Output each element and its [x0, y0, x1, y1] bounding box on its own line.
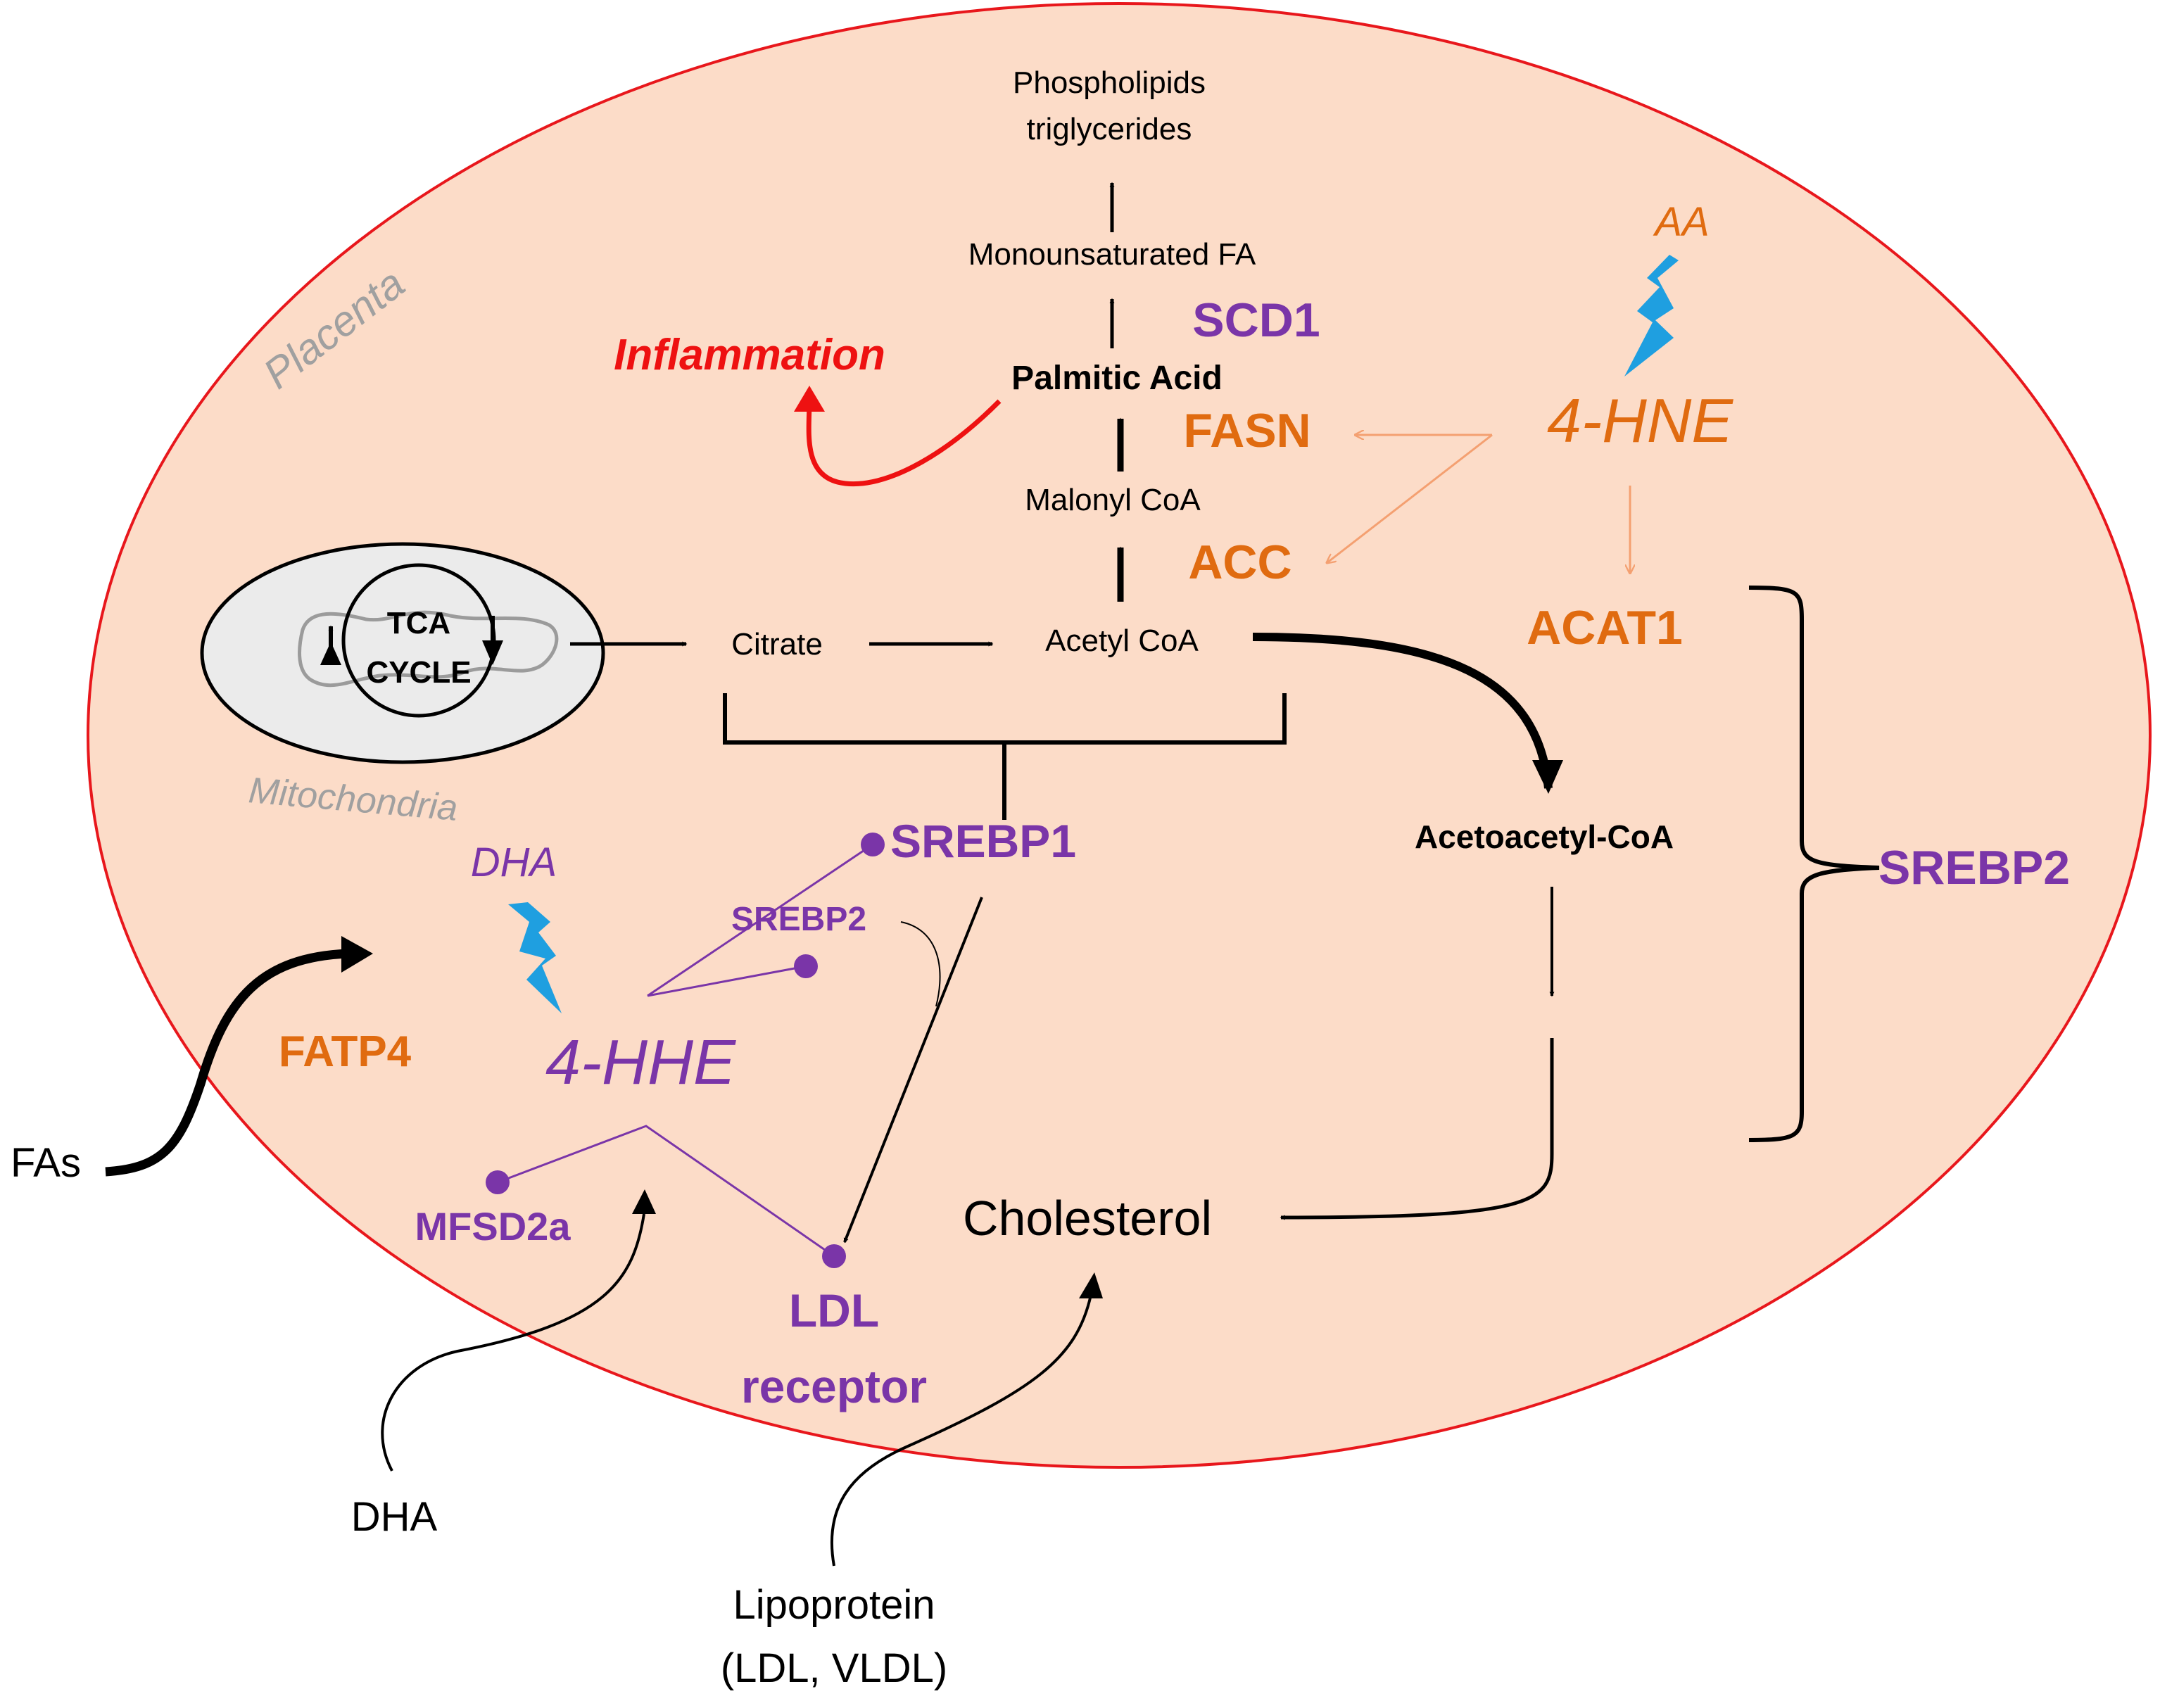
malonyl-coa-label: Malonyl CoA — [1025, 483, 1201, 517]
srebp2-bracket — [1748, 586, 1880, 1142]
arrow-srebp1-to-ldl-receptor — [843, 897, 983, 1244]
srebp2-small-curve — [900, 921, 941, 1007]
fasn-label: FASN — [1183, 404, 1310, 457]
dha-arrowhead — [632, 1189, 656, 1214]
lipoprotein-arrowhead — [1079, 1272, 1103, 1298]
arrow-hne-to-acc — [1327, 434, 1493, 563]
acc-label: ACC — [1188, 536, 1291, 589]
dha-lightning-icon — [508, 902, 562, 1013]
scd1-label: SCD1 — [1192, 293, 1320, 347]
ldl-receptor-label-line2: receptor — [741, 1360, 927, 1412]
tca-label-line2: CYCLE — [366, 655, 471, 690]
mufa-label: Monounsaturated FA — [968, 237, 1256, 272]
inflammation-label: Inflammation — [614, 331, 885, 379]
srebp1-bracket — [723, 693, 1287, 820]
dha-outside-label: DHA — [351, 1494, 438, 1540]
lipoprotein-sub-label: (LDL, VLDL) — [721, 1645, 947, 1691]
arrow-fas-in — [105, 949, 349, 1177]
cholesterol-label: Cholesterol — [963, 1191, 1212, 1246]
mfsd2a-label: MFSD2a — [415, 1204, 571, 1248]
fas-arrowhead — [341, 936, 373, 973]
acetoacetyl-coa-label: Acetoacetyl-CoA — [1415, 818, 1674, 855]
triglycerides-label: triglycerides — [1027, 112, 1192, 146]
inflammation-arrowhead — [794, 386, 825, 412]
hhe-inhibition-lines — [486, 833, 885, 1268]
acat1-label: ACAT1 — [1527, 601, 1683, 654]
hne-label: 4-HNE — [1547, 386, 1733, 455]
aa-lightning-icon — [1624, 255, 1679, 377]
dha-inside-label: DHA — [471, 840, 557, 885]
fas-label: FAs — [11, 1140, 81, 1186]
placenta-cell — [87, 2, 2152, 1469]
ldl-receptor-label-line1: LDL — [789, 1284, 879, 1336]
arrow-palmitic-to-inflammation — [806, 399, 1002, 487]
acetyl-coa-label: Acetyl CoA — [1045, 624, 1199, 658]
arrow-to-cholesterol — [1280, 1038, 1554, 1220]
aa-label: AA — [1653, 199, 1709, 245]
hhe-label: 4-HHE — [545, 1027, 736, 1098]
srebp1-label: SREBP1 — [890, 815, 1076, 867]
srebp2-large-label: SREBP2 — [1878, 841, 2070, 894]
arrow-dha-in — [381, 1213, 645, 1472]
citrate-label: Citrate — [731, 627, 823, 662]
phospholipids-label: Phospholipids — [1013, 65, 1206, 100]
arrow-acetyl-to-acetoacetyl — [1252, 633, 1553, 789]
lipoprotein-label: Lipoprotein — [733, 1582, 935, 1628]
mitochondria — [200, 542, 605, 764]
arrow-lipoprotein-in — [830, 1294, 1092, 1567]
tca-label-line1: TCA — [387, 606, 450, 640]
srebp2-small-label: SREBP2 — [731, 901, 866, 938]
palmitic-acid-label: Palmitic Acid — [1011, 360, 1223, 397]
fatp4-label: FATP4 — [279, 1027, 412, 1076]
